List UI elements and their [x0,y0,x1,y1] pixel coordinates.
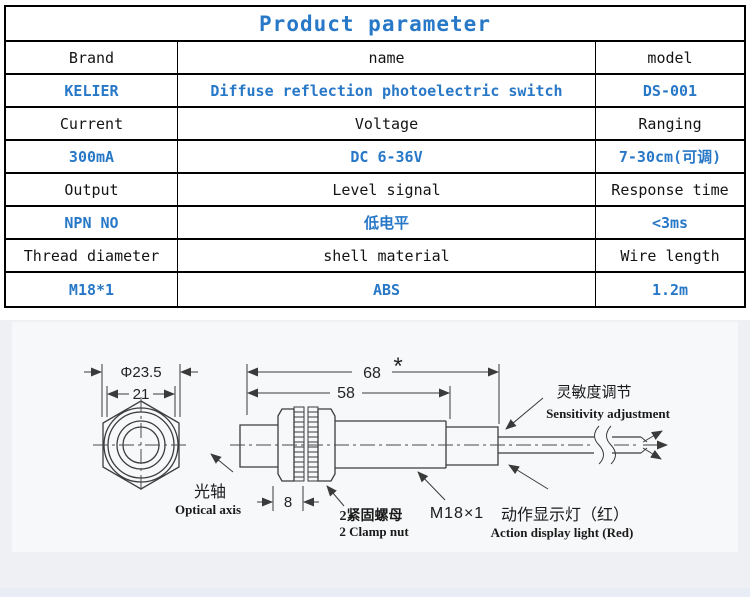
sensitivity-label-en: Sensitivity adjustment [546,406,671,421]
cell-signal-value: 低电平 [178,207,596,238]
cell-response-value: <3ms [651,213,689,232]
cell-model-label: model [647,48,693,67]
dimension-overall-length: 68 * [246,353,500,424]
callout-arrows [210,397,549,507]
thread-spec-label: M18×1 [430,505,484,522]
cell-name-label: name [178,42,596,73]
knurl-lines-2 [308,411,318,478]
optical-axis-label-en: Optical axis [175,502,241,517]
bottom-strip [0,588,750,597]
front-centerlines [93,397,189,493]
dimension-nut-length: 8 [257,486,319,511]
action-light-arrow [508,464,549,490]
cell-signal-label: Level signal [178,174,596,205]
front-view [93,397,189,493]
table-row: Brand name model [6,42,744,75]
dimension-body-length: 58 [247,385,451,419]
knurl-band-1 [293,406,305,482]
cell-shell-value: ABS [178,273,596,306]
cell-name-value: Diffuse reflection photoelectric switch [178,75,596,106]
cell-shell-label: shell material [178,240,596,271]
thread-spec-arrow [417,471,446,501]
dim-text-front-width: 21 [133,386,150,403]
dim-text-body: 58 [337,385,355,402]
dim-text-front-diameter: Φ23.5 [120,364,161,381]
table-row: Current Voltage Ranging [6,108,744,141]
knurl-band-2 [307,406,319,482]
side-view [230,406,668,482]
cell-output-value: NPN NO [6,207,178,238]
cell-voltage-label: Voltage [178,108,596,139]
table-body: Brand name model KELIER Diffuse reflecti… [6,42,744,306]
page-title: Product parameter [6,7,744,42]
dim-text-nut: 8 [284,494,292,511]
table-row: NPN NO 低电平 <3ms [6,207,744,240]
dimension-front-diameter: Φ23.5 [84,364,198,417]
optical-axis-label-zh: 光轴 [194,483,226,501]
sensitivity-arrow [505,397,544,430]
technical-drawing: Φ23.5 21 68 * 58 [0,320,750,597]
clamp-nut-arrow [326,485,345,507]
cell-wire-value: 1.2m [651,280,689,299]
table-row: 300mA DC 6-36V 7-30cm(可调) [6,141,744,174]
action-light-label-zh: 动作显示灯（红） [501,506,629,524]
clamp-nut-label-zh: 2紧固螺母 [340,507,403,524]
dim-text-overall: 68 [363,365,381,382]
parameter-table: Product parameter Brand name model KELIE… [4,5,746,308]
cell-voltage-value: DC 6-36V [178,141,596,172]
cell-wire-label: Wire length [620,246,720,265]
sensor-drawing-svg: Φ23.5 21 68 * 58 [0,320,750,597]
action-light-label-en: Action display light (Red) [491,525,634,540]
cell-output-label: Output [6,174,178,205]
clamp-nut-label-en: 2 Clamp nut [339,524,409,539]
table-row: M18*1 ABS 1.2m [6,273,744,306]
cell-current-label: Current [6,108,178,139]
table-row: Output Level signal Response time [6,174,744,207]
cable-break-symbol [594,425,616,465]
cell-brand-label: Brand [6,42,178,73]
cell-response-label: Response time [611,180,729,199]
optical-axis-arrow [210,453,234,473]
knurl-lines-1 [294,411,304,478]
sensor-tip [239,424,278,468]
sensor-back-cap [446,426,499,466]
cable-end [640,436,648,454]
table-row: Thread diameter shell material Wire leng… [6,240,744,273]
table-row: KELIER Diffuse reflection photoelectric … [6,75,744,108]
dim-note-asterisk: * [393,353,402,380]
cable-lines [498,436,641,454]
cell-model-value: DS-001 [642,81,698,100]
sensitivity-label-zh: 灵敏度调节 [556,384,631,401]
cell-ranging-label: Ranging [638,114,702,133]
cell-thread-value: M18*1 [6,273,178,306]
wire-strand-1 [642,430,663,443]
dimension-front-width: 21 [106,386,176,417]
cell-current-value: 300mA [6,141,178,172]
wire-strand-3 [642,447,662,460]
cell-thread-label: Thread diameter [6,240,178,271]
cell-brand-value: KELIER [6,75,178,106]
cell-ranging-value: 7-30cm(可调) [618,148,722,166]
callout-labels: 光轴 Optical axis 2紧固螺母 2 Clamp nut M18×1 … [175,384,671,540]
